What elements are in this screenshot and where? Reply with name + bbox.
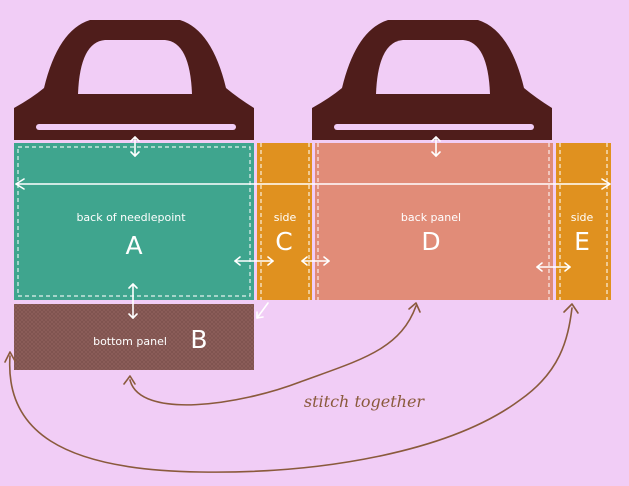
panel-b-letter: B — [190, 325, 207, 354]
panel-e: side E — [556, 143, 611, 300]
panel-b-name: bottom panel — [93, 335, 167, 348]
panel-e-name: side — [571, 211, 594, 224]
handle-right-icon — [312, 20, 552, 140]
panel-a: back of needlepoint A — [14, 143, 254, 300]
panel-c: side C — [257, 143, 312, 300]
panel-a-name: back of needlepoint — [76, 211, 186, 224]
curved-arrow-icon — [4, 302, 579, 473]
caption: stitch together — [304, 392, 426, 411]
handle-left-icon — [14, 20, 254, 140]
panel-b: bottom panel B — [14, 304, 254, 370]
panel-c-name: side — [274, 211, 297, 224]
panel-c-letter: C — [275, 227, 292, 256]
panel-d: back panel D — [315, 143, 553, 300]
panel-d-name: back panel — [401, 211, 461, 224]
panel-a-letter: A — [125, 231, 142, 260]
double-arrow-icon — [15, 136, 611, 319]
panel-e-letter: E — [574, 227, 590, 256]
panel-d-letter: D — [421, 227, 440, 256]
